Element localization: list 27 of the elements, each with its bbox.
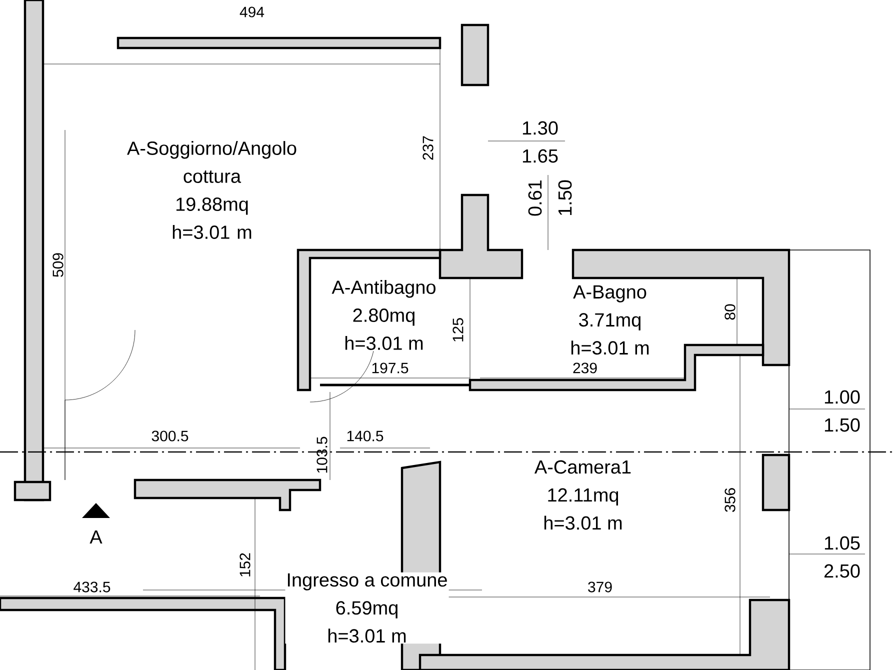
section-label: A	[90, 530, 102, 544]
dimension-text: 1.50	[558, 180, 572, 216]
dimension-text: 2.50	[824, 564, 860, 578]
dimension-text: 1.00	[824, 390, 860, 404]
dimension-text: 152	[240, 553, 250, 576]
room-label: A-Bagno 3.71mq h=3.01 m	[569, 284, 651, 356]
dimension-text: 237	[422, 136, 434, 160]
room-label: A-Antibagno 2.80mq h=3.01 m	[330, 279, 438, 351]
dimension-text: 509	[52, 253, 64, 277]
dimension-text: 494	[240, 6, 264, 18]
dimension-text: 1.05	[824, 536, 860, 550]
dimension-text: 125	[452, 318, 464, 342]
dimension-text: 1.50	[824, 418, 860, 432]
dimension-text: 80	[724, 304, 736, 320]
dimension-text: 1.65	[522, 149, 558, 163]
room-label: A-Soggiorno/Angolo cottura 19.88mq h=3.01 m	[96, 140, 328, 240]
dimension-text: 356	[724, 488, 736, 512]
dimension-text: 103.5	[316, 436, 328, 473]
dimension-text: 1.30	[522, 121, 558, 135]
dimension-text: 239	[573, 362, 597, 374]
dimension-text: 300.5	[152, 430, 188, 442]
dimension-text: 433.5	[74, 582, 110, 592]
dimension-text: 379	[588, 582, 612, 592]
dimension-text: 0.61	[528, 180, 542, 216]
dimension-text: 140.5	[347, 430, 384, 442]
room-label: Ingresso a comune 6.59mq h=3.01 m	[285, 572, 449, 644]
room-label: A-Camera1 12.11mq h=3.01 m	[533, 459, 633, 531]
